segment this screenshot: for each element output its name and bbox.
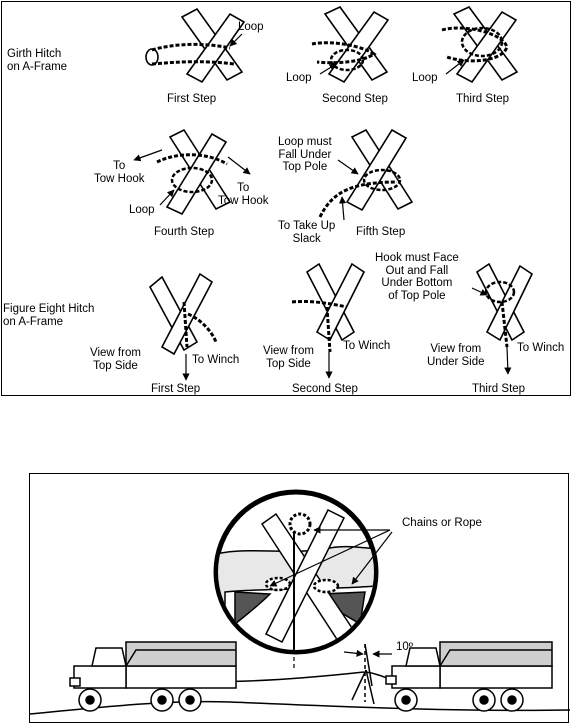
girth-step2-loop-label: Loop bbox=[286, 72, 312, 84]
hook-note-line2: Out and Fall bbox=[385, 264, 449, 277]
fig8-step3-view: View from Under Side bbox=[427, 343, 485, 368]
left-truck bbox=[69, 641, 237, 712]
girth-step2-figure bbox=[311, 5, 390, 84]
angle-label: 10º bbox=[396, 641, 413, 653]
girth-step4-loop-label: Loop bbox=[129, 204, 155, 216]
girth-step5-take-up-slack: To Take Up Slack bbox=[278, 220, 335, 245]
fig8-step3-label: Third Step bbox=[472, 383, 526, 395]
girth-step4-to-tow-hook-left: To Tow Hook bbox=[94, 160, 145, 185]
fig8-step2-view-line2: Top Side bbox=[266, 357, 311, 370]
loop-note-line2: Fall Under bbox=[278, 148, 332, 161]
chains-or-rope-label: Chains or Rope bbox=[402, 517, 482, 529]
figure-eight-title: Figure Eight Hitch on A-Frame bbox=[3, 303, 94, 328]
fig8-step2-figure bbox=[291, 262, 366, 353]
figure-eight-title-line1: Figure Eight Hitch bbox=[3, 303, 95, 315]
fig8-step1-to-winch: To Winch bbox=[192, 354, 240, 366]
fig8-step3-to-winch: To Winch bbox=[517, 342, 565, 354]
girth-step5-figure bbox=[318, 128, 414, 218]
girth-step3-label: Third Step bbox=[456, 93, 510, 105]
fig8-step1-view-line2: Top Side bbox=[93, 359, 138, 372]
take-up-line1: To Take Up bbox=[278, 220, 336, 232]
girth-step1-figure bbox=[145, 7, 246, 84]
fig8-step1-view-line1: View from bbox=[90, 347, 141, 359]
fig8-step1-view: View from Top Side bbox=[90, 347, 141, 372]
tow-hook-left-line2: Tow Hook bbox=[94, 172, 145, 185]
take-up-line2: Slack bbox=[292, 232, 321, 245]
tow-hook-right-line2: Tow Hook bbox=[218, 194, 269, 207]
girth-hitch-title: Girth Hitch on A-Frame bbox=[7, 48, 67, 73]
a-frame-rig-drawing bbox=[29, 489, 571, 715]
fig8-step3-figure bbox=[475, 262, 534, 348]
fig8-step2-to-winch: To Winch bbox=[343, 340, 391, 352]
a-frame-scene bbox=[351, 643, 375, 705]
chains-callout-arrows bbox=[269, 526, 393, 670]
girth-step1-label: First Step bbox=[167, 93, 217, 105]
angle-marker bbox=[343, 649, 392, 658]
hook-note-line1: Hook must Face bbox=[375, 252, 459, 264]
girth-step3-figure bbox=[441, 5, 519, 84]
loop-note-line1: Loop must bbox=[278, 136, 332, 148]
fig8-step1-label: First Step bbox=[151, 383, 201, 395]
girth-step2-label: Second Step bbox=[322, 93, 388, 105]
right-truck bbox=[385, 641, 553, 712]
hitch-steps-drawing bbox=[133, 5, 534, 381]
fig8-step2-view-line1: View from bbox=[263, 345, 314, 357]
girth-step4-label: Fourth Step bbox=[154, 226, 215, 238]
fig8-step3-view-line2: Under Side bbox=[427, 355, 485, 368]
girth-step5-loop-note: Loop must Fall Under Top Pole bbox=[278, 136, 332, 174]
girth-hitch-title-line2: on A-Frame bbox=[7, 60, 68, 73]
fig8-step2-label: Second Step bbox=[292, 383, 358, 395]
a-frame-rig-panel: Chains or Rope 10º bbox=[29, 473, 571, 723]
girth-step5-label: Fifth Step bbox=[356, 226, 406, 238]
loop-note-line3: Top Pole bbox=[282, 161, 328, 173]
hitch-steps-panel: Girth Hitch on A-Frame Loop Loop Loop Fi… bbox=[1, 1, 571, 396]
girth-step4-to-tow-hook-right: To Tow Hook bbox=[218, 182, 269, 207]
tow-hook-left-line1: To bbox=[113, 160, 126, 172]
fig8-step3-hook-note: Hook must Face Out and Fall Under Bottom… bbox=[375, 252, 459, 302]
callout-arrows bbox=[133, 33, 512, 381]
hook-note-line3: Under Bottom bbox=[381, 277, 453, 289]
girth-hitch-title-line1: Girth Hitch bbox=[7, 48, 62, 60]
fig8-step1-figure bbox=[148, 272, 218, 356]
girth-step4-figure bbox=[156, 128, 232, 216]
ground-line bbox=[29, 700, 571, 715]
girth-step1-loop-label: Loop bbox=[238, 21, 264, 33]
fig8-step3-view-line1: View from bbox=[430, 343, 482, 355]
magnified-inset bbox=[213, 489, 379, 655]
fig8-step2-view: View from Top Side bbox=[263, 345, 314, 370]
figure-eight-title-line2: on A-Frame bbox=[3, 315, 64, 328]
hook-note-line4: of Top Pole bbox=[388, 289, 446, 302]
tow-hook-right-line1: To bbox=[237, 182, 250, 194]
girth-step3-loop-label: Loop bbox=[412, 72, 438, 84]
